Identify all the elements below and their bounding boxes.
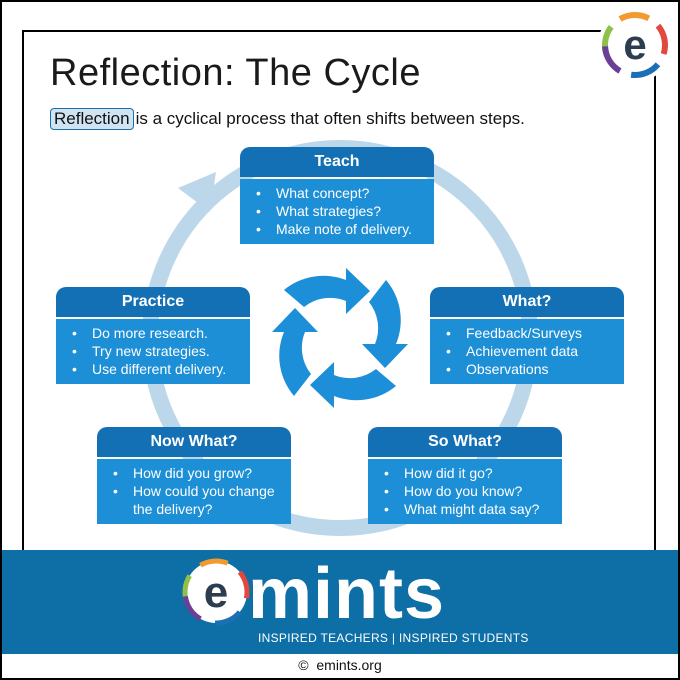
list-item: How do you know? (378, 482, 552, 500)
list-item: Make note of delivery. (250, 220, 424, 238)
step-practice: Practice Do more research. Try new strat… (56, 287, 250, 384)
emints-e-logo-icon: e (598, 8, 672, 82)
brand-tagline: INSPIRED TEACHERS | INSPIRED STUDENTS (258, 631, 529, 645)
list-item: Achievement data (440, 342, 614, 360)
page-title: Reflection: The Cycle (50, 52, 421, 94)
step-so-what: So What? How did it go? How do you know?… (368, 427, 562, 524)
step-what-title: What? (430, 287, 624, 317)
list-item: How did it go? (378, 464, 552, 482)
brand-wordmark: mints (248, 554, 446, 634)
step-practice-title: Practice (56, 287, 250, 317)
list-item: What strategies? (250, 202, 424, 220)
copyright-icon: © (298, 657, 309, 673)
ring-arrowhead-icon (178, 172, 216, 212)
step-practice-body: Do more research. Try new strategies. Us… (56, 319, 250, 384)
step-teach-title: Teach (240, 147, 434, 177)
list-item: Observations (440, 360, 614, 378)
list-item: What concept? (250, 184, 424, 202)
footer-banner (2, 550, 678, 654)
step-what: What? Feedback/Surveys Achievement data … (430, 287, 624, 384)
list-item: Use different delivery. (66, 360, 240, 378)
list-item: Do more research. (66, 324, 240, 342)
cycle-arrows-icon (272, 268, 408, 408)
step-now-what: Now What? How did you grow? How could yo… (97, 427, 291, 524)
highlighted-term: Reflection (50, 108, 134, 130)
step-what-body: Feedback/Surveys Achievement data Observ… (430, 319, 624, 384)
list-item: How did you grow? (107, 464, 281, 482)
svg-text:e: e (204, 568, 228, 617)
copyright-line: © emints.org (0, 657, 680, 673)
step-so-what-title: So What? (368, 427, 562, 457)
step-now-what-body: How did you grow? How could you change t… (97, 459, 291, 524)
step-now-what-title: Now What? (97, 427, 291, 457)
svg-text:e: e (623, 21, 646, 68)
website-link[interactable]: emints.org (316, 657, 382, 673)
list-item: How could you change the delivery? (107, 482, 281, 518)
step-so-what-body: How did it go? How do you know? What mig… (368, 459, 562, 524)
list-item: Feedback/Surveys (440, 324, 614, 342)
step-teach-body: What concept? What strategies? Make note… (240, 179, 434, 244)
emints-logo-icon: e (180, 556, 252, 628)
step-teach: Teach What concept? What strategies? Mak… (240, 147, 434, 244)
list-item: Try new strategies. (66, 342, 240, 360)
list-item: What might data say? (378, 500, 552, 518)
intro-rest: is a cyclical process that often shifts … (135, 109, 525, 128)
